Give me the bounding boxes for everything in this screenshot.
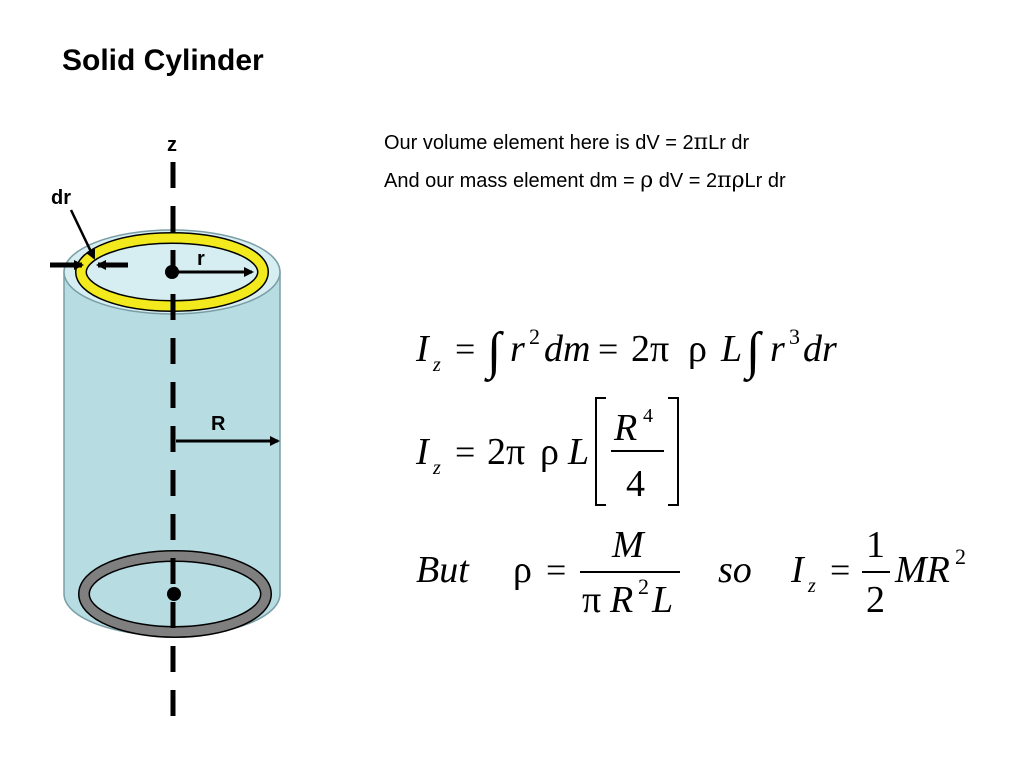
eq3-R: R bbox=[609, 579, 633, 621]
mass-element-suffix: Lr dr bbox=[744, 170, 786, 192]
eq1-equals-2: = bbox=[598, 329, 618, 369]
eq1-I: I bbox=[415, 328, 431, 370]
mass-element-mid: dV = 2 bbox=[653, 170, 718, 192]
eq2-I: I bbox=[415, 431, 431, 473]
bottom-ring-fill bbox=[79, 551, 271, 637]
eq3-so: so bbox=[718, 549, 752, 591]
eq1-L: L bbox=[720, 328, 742, 370]
eq3-MR: MR bbox=[894, 549, 950, 591]
eq2-R: R bbox=[613, 407, 637, 449]
eq2-z: z bbox=[432, 457, 441, 479]
slide-title: Solid Cylinder bbox=[62, 44, 264, 77]
eq3-L: L bbox=[651, 579, 673, 621]
eq2-right-bracket bbox=[668, 397, 679, 506]
eq1-integral: ∫ bbox=[484, 323, 504, 382]
eq2-equals: = bbox=[455, 432, 475, 472]
pi-symbol: π bbox=[693, 130, 709, 155]
volume-element-suffix: Lr dr bbox=[708, 132, 750, 154]
eq3-M: M bbox=[611, 524, 646, 566]
eq3-exp2: 2 bbox=[638, 574, 649, 599]
eq1-rho: ρ bbox=[688, 328, 707, 370]
rho-symbol: ρ bbox=[731, 168, 745, 193]
eq1-dr: dr bbox=[803, 328, 837, 370]
eq3-two-den: 2 bbox=[866, 579, 885, 621]
eq1-z: z bbox=[432, 354, 441, 376]
dr-pointer bbox=[69, 209, 96, 260]
volume-element-text: Our volume element here is dV = 2πLr dr bbox=[384, 130, 749, 155]
R-label: R bbox=[211, 413, 226, 435]
center-dot-bottom bbox=[167, 587, 181, 601]
rho-symbol: ρ bbox=[640, 168, 654, 193]
eq1-exp3: 3 bbox=[789, 324, 800, 349]
eq3-pi: π bbox=[582, 579, 601, 621]
eq3-exp2-final: 2 bbox=[955, 544, 966, 569]
eq1-equals: = bbox=[455, 329, 475, 369]
eq3-but: But bbox=[416, 549, 470, 591]
eq1-r-2: r bbox=[770, 328, 785, 370]
eq1-exp2: 2 bbox=[529, 324, 540, 349]
equation-moment-result: I z = 2π ρ L R 4 4 bbox=[415, 397, 679, 506]
eq1-dm: dm bbox=[544, 328, 590, 370]
eq3-I: I bbox=[790, 549, 806, 591]
mass-element-text: And our mass element dm = ρ dV = 2πρLr d… bbox=[384, 168, 786, 193]
volume-element-prefix: Our volume element here is dV = 2 bbox=[384, 132, 694, 154]
eq2-2pi: 2π bbox=[487, 431, 525, 473]
eq1-2pi: 2π bbox=[631, 328, 669, 370]
equation-moment-integral: I z = ∫ r 2 dm = 2π ρ L ∫ r 3 dr bbox=[415, 323, 837, 382]
r-label: r bbox=[197, 248, 205, 270]
eq2-denominator-4: 4 bbox=[626, 463, 645, 505]
eq3-one: 1 bbox=[866, 524, 885, 566]
equation-density-and-result: But ρ = M π R 2 L so I z = 1 2 MR 2 bbox=[416, 524, 966, 621]
dr-label: dr bbox=[51, 187, 71, 209]
eq3-equals: = bbox=[546, 550, 566, 590]
eq3-rho: ρ bbox=[513, 549, 532, 591]
mass-element-prefix: And our mass element dm = bbox=[384, 170, 641, 192]
eq2-rho: ρ bbox=[540, 431, 559, 473]
eq3-equals-2: = bbox=[830, 550, 850, 590]
eq2-left-bracket bbox=[595, 397, 606, 506]
z-axis-label: z bbox=[167, 134, 177, 156]
eq1-r: r bbox=[510, 328, 525, 370]
pi-symbol: π bbox=[717, 168, 732, 193]
eq2-L: L bbox=[567, 431, 589, 473]
eq1-integral-2: ∫ bbox=[743, 323, 763, 382]
eq3-z: z bbox=[807, 575, 816, 597]
eq2-exp4: 4 bbox=[643, 405, 653, 427]
